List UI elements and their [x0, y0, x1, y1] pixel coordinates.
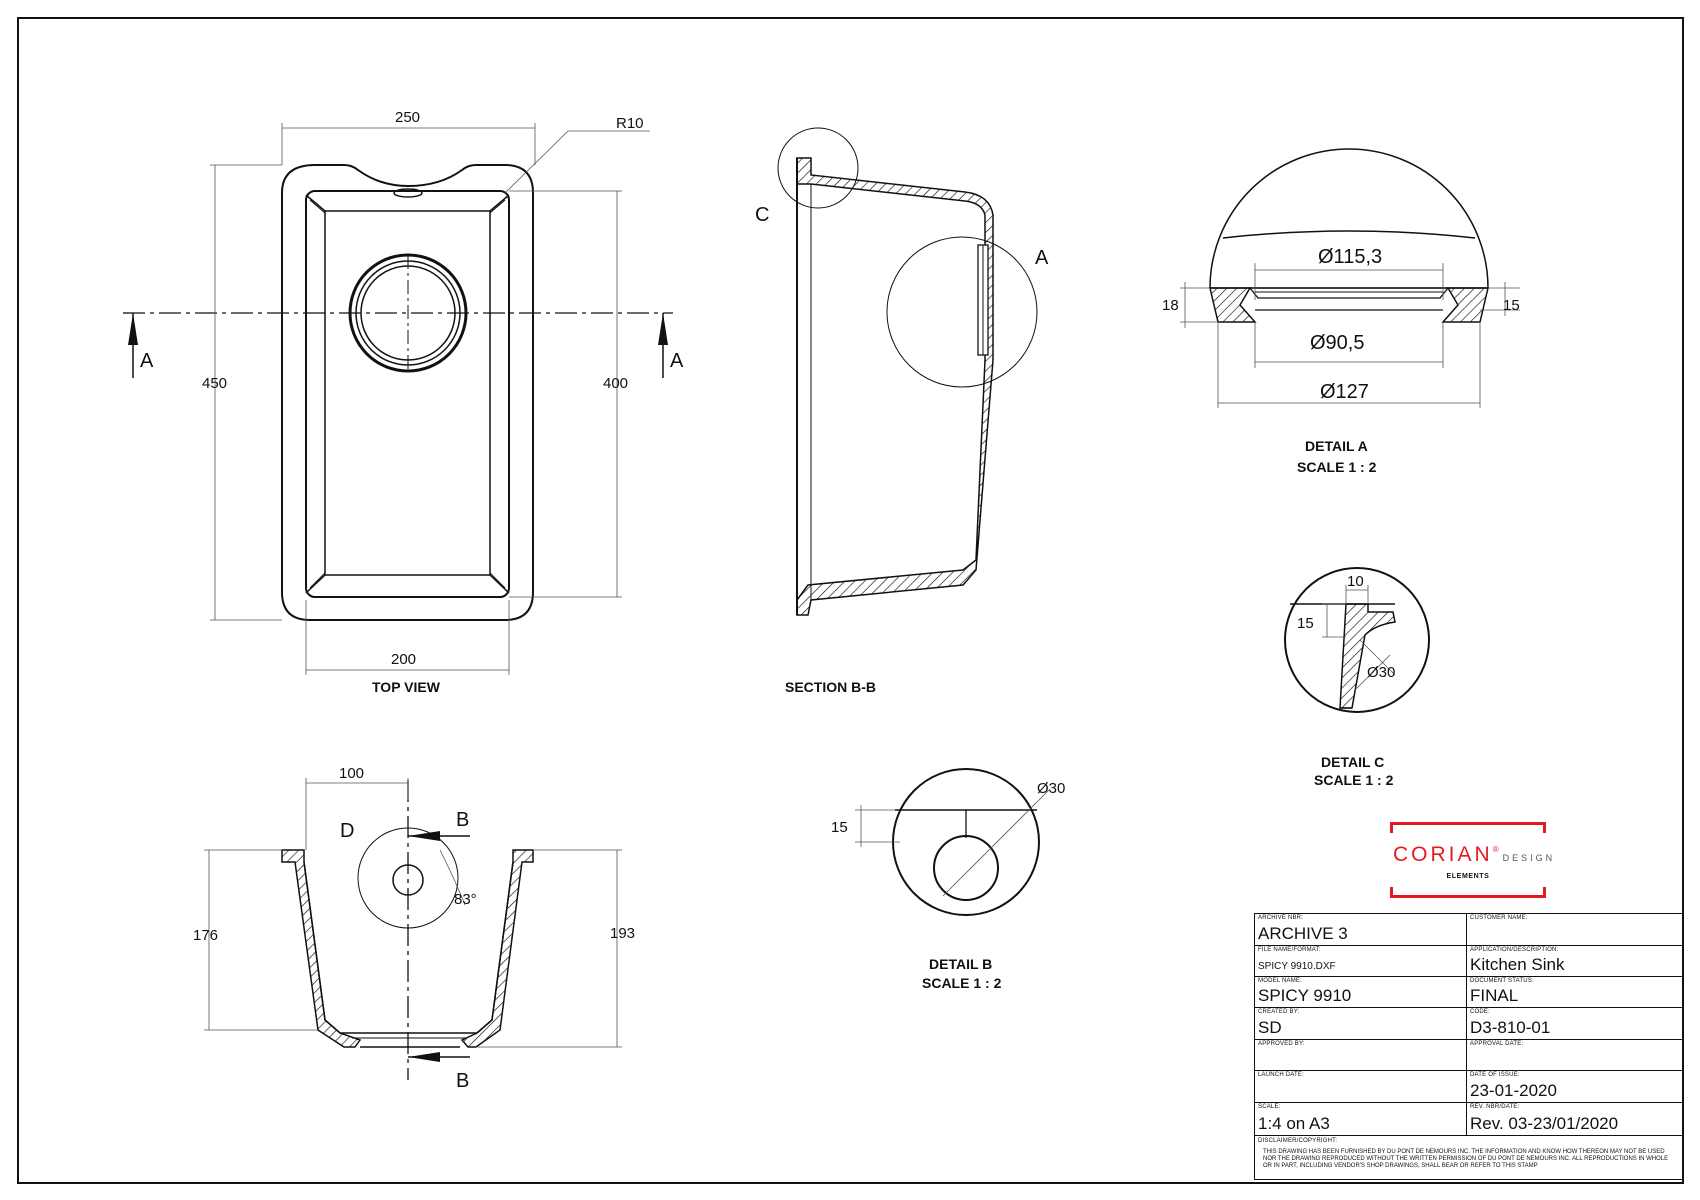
approval-date-label: APPROVAL DATE:: [1470, 1041, 1524, 1047]
disclaimer-label: DISCLAIMER/COPYRIGHT:: [1258, 1138, 1338, 1144]
dim-width-100: 100: [339, 765, 364, 782]
front-section-right-wall: [460, 849, 534, 1048]
scale-value: 1:4 on A3: [1258, 1114, 1330, 1133]
detail-a-dim-15: 15: [1503, 297, 1520, 314]
section-bb-caption: SECTION B-B: [785, 679, 876, 695]
detail-b-dim-15: 15: [831, 819, 848, 836]
dim-radius-r10: R10: [616, 115, 644, 132]
top-view-bowl-outer: [305, 190, 510, 598]
created-label: CREATED BY:: [1258, 1009, 1300, 1015]
section-bb-view: C A SECTION B-B: [755, 127, 1049, 695]
top-view: A A 250 200 450 400 R10 TOP VIEW: [123, 109, 684, 695]
logo-wordmark: CORIAN®DESIGN: [1393, 843, 1552, 867]
launch-label: LAUNCH DATE:: [1258, 1072, 1304, 1078]
customer-label: CUSTOMER NAME:: [1470, 915, 1528, 921]
detail-a-caption: DETAIL A: [1305, 438, 1368, 454]
code-label: CODE:: [1470, 1009, 1491, 1015]
detail-c-outline: [1284, 567, 1430, 713]
front-section-view: D B B 83° 100 176 193: [193, 765, 635, 1092]
detail-c-scale: SCALE 1 : 2: [1314, 772, 1394, 788]
status-label: DOCUMENT STATUS:: [1470, 978, 1534, 984]
logo-reg: ®: [1492, 845, 1499, 854]
disclaimer-text: THIS DRAWING HAS BEEN FURNISHED BY DU PO…: [1263, 1149, 1669, 1169]
dim-width-250: 250: [395, 109, 420, 126]
detail-b-caption: DETAIL B: [929, 956, 992, 972]
issue-label: DATE OF ISSUE:: [1470, 1072, 1520, 1078]
rev-label: REV. NBR/DATE:: [1470, 1104, 1520, 1110]
dim-height-450: 450: [202, 375, 227, 392]
detail-b-hole: [933, 835, 999, 901]
archive-label: ARCHIVE NBR:: [1258, 915, 1304, 921]
section-marker-b-bottom: B: [456, 1070, 469, 1092]
detail-c-view: 10 15 Ø30 DETAIL C SCALE 1 : 2: [1284, 567, 1430, 788]
scale-label: SCALE:: [1258, 1104, 1281, 1110]
model-label: MODEL NAME:: [1258, 978, 1302, 984]
detail-b-dia-30: Ø30: [1037, 780, 1065, 797]
front-section-left-wall: [281, 849, 362, 1048]
detail-b-outline: [892, 768, 1040, 916]
detail-marker-d: D: [340, 820, 354, 842]
detail-a-dia-127: Ø127: [1320, 381, 1369, 403]
section-marker-a-left: A: [140, 350, 154, 372]
detail-a-dia-90: Ø90,5: [1310, 332, 1364, 354]
application-value: Kitchen Sink: [1470, 955, 1565, 974]
sheet-border: [17, 17, 1684, 1184]
top-view-tap-hole: [393, 188, 423, 198]
detail-a-dim-18: 18: [1162, 297, 1179, 314]
top-view-outline: [281, 164, 534, 621]
logo-sub: DESIGN: [1502, 853, 1556, 863]
application-label: APPLICATION/DESCRIPTION:: [1470, 947, 1559, 953]
status-value: FINAL: [1470, 986, 1519, 1005]
rev-value: Rev. 03-23/01/2020: [1470, 1114, 1619, 1133]
detail-a-dome: [1209, 148, 1489, 289]
file-label: FILE NAME/FORMAT:: [1258, 947, 1321, 953]
detail-c-caption: DETAIL C: [1321, 754, 1384, 770]
detail-b-view: Ø30 15 DETAIL B SCALE 1 : 2: [831, 768, 1065, 991]
disclaimer-box: DISCLAIMER/COPYRIGHT: THIS DRAWING HAS B…: [1255, 1136, 1682, 1181]
section-marker-b-top: B: [456, 809, 469, 831]
top-view-bowl-inner: [324, 210, 491, 576]
dim-height-400: 400: [603, 375, 628, 392]
issue-value: 23-01-2020: [1470, 1081, 1557, 1100]
approved-label: APPROVED BY:: [1258, 1041, 1305, 1047]
detail-a-scale: SCALE 1 : 2: [1297, 459, 1377, 475]
dim-height-193: 193: [610, 925, 635, 942]
section-marker-a-right: A: [670, 350, 684, 372]
model-value: SPICY 9910: [1258, 986, 1352, 1005]
created-value: SD: [1258, 1018, 1282, 1037]
detail-a-dia-115: Ø115,3: [1318, 246, 1382, 268]
angle-83: 83°: [454, 891, 477, 908]
detail-c-dim-10: 10: [1347, 573, 1364, 590]
detail-a-view: Ø115,3 Ø90,5 Ø127 18 15 DETAIL A SCALE 1…: [1162, 148, 1520, 475]
detail-marker-a: A: [1035, 247, 1049, 269]
detail-a-circle: [886, 236, 1038, 388]
archive-value: ARCHIVE 3: [1258, 924, 1348, 943]
dim-width-200: 200: [391, 651, 416, 668]
detail-c-dim-15: 15: [1297, 615, 1314, 632]
dim-height-176: 176: [193, 927, 218, 944]
title-block: ARCHIVE NBR: ARCHIVE 3 CUSTOMER NAME: FIL…: [1254, 913, 1683, 1180]
logo-elements: ELEMENTS: [1446, 873, 1490, 880]
file-value: SPICY 9910.DXF: [1258, 961, 1336, 972]
detail-c-circle: [777, 127, 859, 209]
detail-marker-c: C: [755, 204, 769, 226]
top-view-caption: TOP VIEW: [372, 679, 441, 695]
code-value: D3-810-01: [1470, 1018, 1551, 1037]
corian-design-logo: CORIAN®DESIGN ELEMENTS: [1389, 822, 1552, 898]
detail-b-scale: SCALE 1 : 2: [922, 975, 1002, 991]
detail-c-dia-30: Ø30: [1367, 664, 1395, 681]
logo-brand: CORIAN: [1393, 843, 1493, 866]
